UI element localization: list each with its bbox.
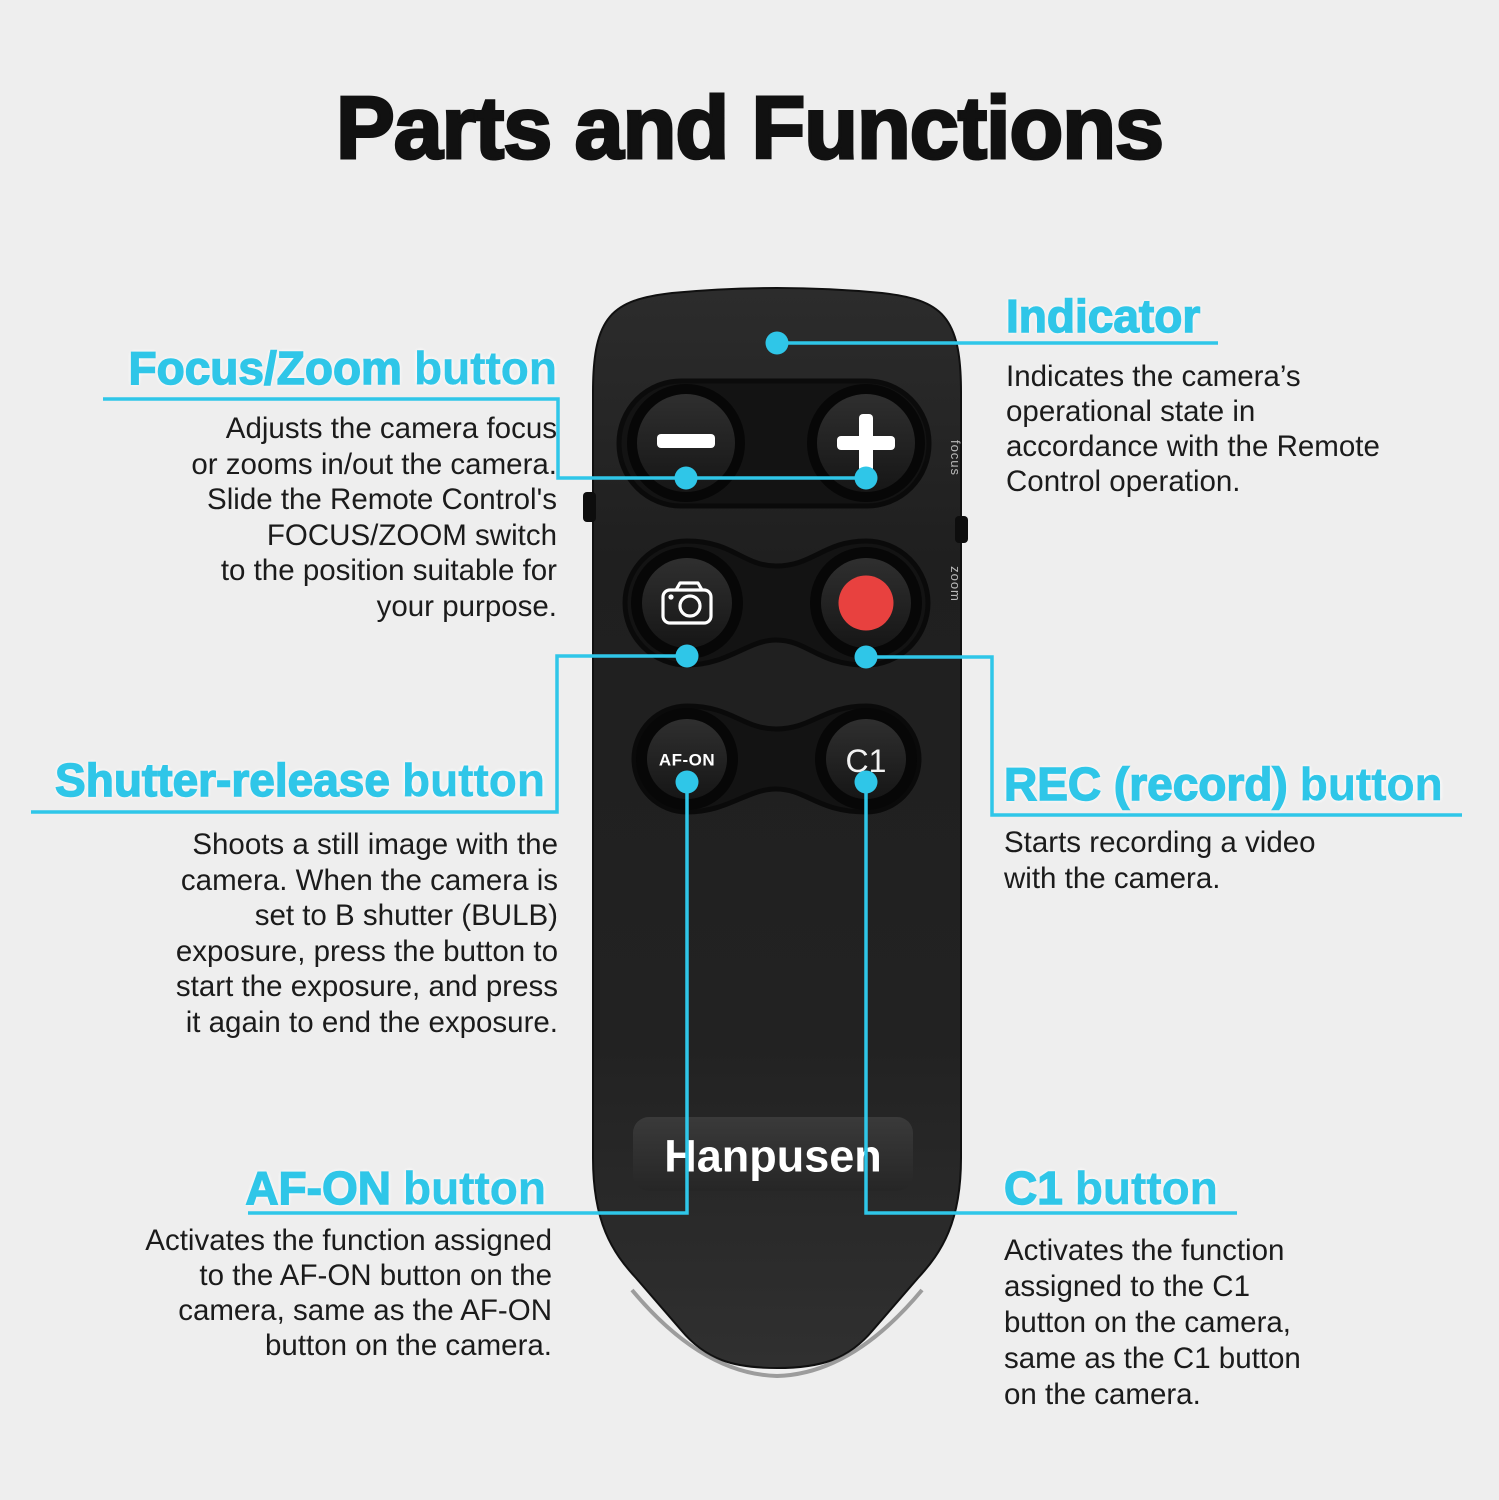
callout-dot-af-on xyxy=(675,770,699,794)
shutter-release-button xyxy=(631,547,743,659)
af-on-description: Activates the function assigned to the A… xyxy=(145,1224,552,1362)
plus-button xyxy=(807,384,925,502)
af-on-button: AF-ON xyxy=(636,708,738,810)
side-label-zoom: zoom xyxy=(948,566,963,602)
rec-heading-suffix: button xyxy=(1299,758,1443,810)
callout-dot-plus xyxy=(854,466,878,490)
indicator-heading: Indicator xyxy=(1005,290,1212,342)
remote-control: focus zoom xyxy=(583,287,968,1379)
minus-button xyxy=(627,384,745,502)
rec-heading: REC (record)button xyxy=(1003,758,1443,810)
callout-dot-minus xyxy=(674,466,698,490)
c1-description: Activates the function assigned to the C… xyxy=(1004,1234,1301,1411)
callout-line-af-on xyxy=(248,782,689,1215)
shutter-description: Shoots a still image with the camera. Wh… xyxy=(175,828,558,1039)
rec-heading-main: REC (record) xyxy=(1003,758,1288,810)
plus-icon xyxy=(837,414,895,472)
callout-line-shutter xyxy=(31,654,687,814)
remote-bottom-highlight xyxy=(630,1288,924,1379)
callout-dot-indicator xyxy=(765,331,789,355)
callout-dot-c1 xyxy=(854,770,878,794)
focus-zoom-switch-right xyxy=(955,516,968,543)
side-label-focus: focus xyxy=(948,440,963,476)
focus-zoom-switch-left xyxy=(583,492,596,522)
callout-line-rec xyxy=(866,655,1462,817)
focus-zoom-description: Adjusts the camera focus or zooms in/out… xyxy=(191,412,557,623)
record-button xyxy=(810,547,922,659)
callout-lines xyxy=(31,341,1462,1215)
brand-name: Hanpusen xyxy=(664,1131,882,1182)
page-title: Parts and Functions xyxy=(335,78,1166,177)
indicator-heading-main: Indicator xyxy=(1005,290,1201,342)
shutter-heading-suffix: button xyxy=(401,754,545,806)
rec-description: Starts recording a video with the camera… xyxy=(1004,826,1316,895)
shutter-heading-main: Shutter-release xyxy=(54,754,390,806)
c1-heading-suffix: button xyxy=(1074,1162,1218,1214)
callout-line-focus-zoom xyxy=(103,397,866,480)
af-on-heading-suffix: button xyxy=(402,1162,546,1214)
af-on-heading-main: AF-ON xyxy=(245,1162,392,1214)
record-icon xyxy=(838,575,894,631)
callout-line-c1 xyxy=(864,782,1237,1215)
focus-zoom-heading-main: Focus/Zoom xyxy=(128,342,403,394)
indicator-description: Indicates the camera’s operational state… xyxy=(1006,360,1380,498)
focus-zoom-heading-suffix: button xyxy=(413,342,557,394)
c1-heading-main: C1 xyxy=(1003,1162,1063,1214)
camera-icon xyxy=(661,581,713,625)
callout-dots xyxy=(674,331,878,794)
callout-dot-record xyxy=(854,645,878,669)
callout-dot-shutter xyxy=(675,644,699,668)
c1-button: C1 xyxy=(815,708,917,810)
brand-label: Hanpusen xyxy=(633,1117,913,1191)
af-on-button-label: AF-ON xyxy=(659,751,715,770)
minus-icon xyxy=(657,434,715,448)
